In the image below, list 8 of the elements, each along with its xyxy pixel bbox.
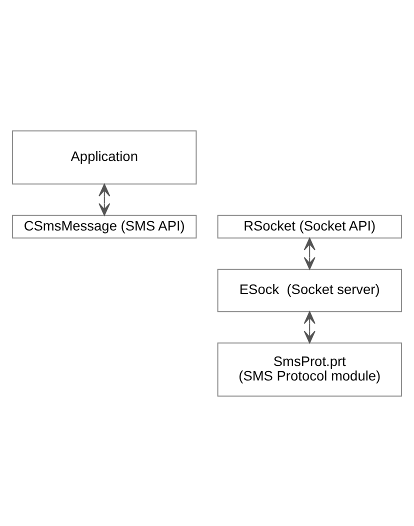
node-box: Application	[12, 130, 197, 184]
node-box: RSocket (Socket API)	[217, 214, 402, 238]
node-box: ESock (Socket server)	[217, 268, 402, 312]
arrow	[304, 237, 316, 270]
arrow	[98, 183, 110, 216]
node-box: SmsProt.prt (SMS Protocol module)	[217, 342, 402, 396]
node-box: CSmsMessage (SMS API)	[12, 214, 197, 238]
arrow	[304, 310, 316, 343]
